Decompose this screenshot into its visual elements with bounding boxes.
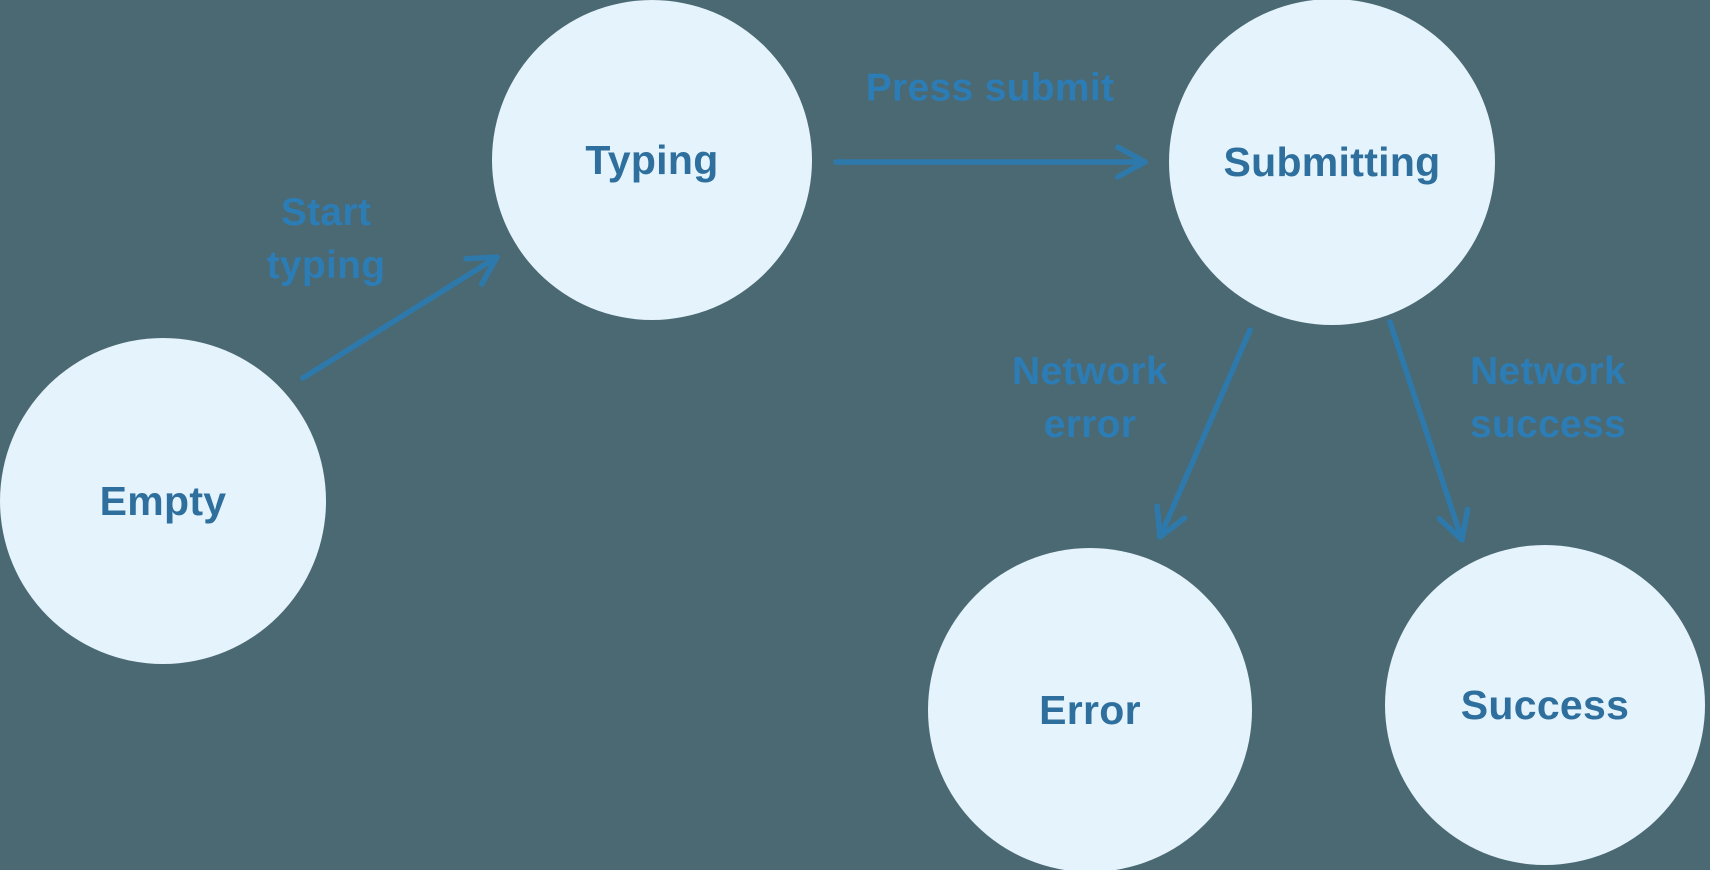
edge-label-line: error <box>1043 403 1137 446</box>
state-node-label: Success <box>1460 681 1630 728</box>
edge-label-line: typing <box>266 244 386 287</box>
edge-label-line: Start <box>280 191 372 234</box>
edge-label-start-typing: Start typing <box>267 186 386 292</box>
state-node-typing: Typing <box>492 0 812 320</box>
edge-label-network-error: Network error <box>1012 345 1168 451</box>
arrowhead-icon <box>1436 506 1471 543</box>
arrowhead-icon <box>1115 144 1148 180</box>
edge-label-press-submit: Press submit <box>866 62 1115 115</box>
edge-line-network-success <box>1387 319 1465 543</box>
state-node-label: Error <box>1039 686 1141 733</box>
arrowhead-icon <box>1154 503 1188 540</box>
state-node-label: Typing <box>585 136 719 183</box>
state-node-label: Empty <box>99 477 227 524</box>
edge-network-success <box>1387 319 1471 543</box>
arrowhead-icon <box>463 254 500 287</box>
edge-start-typing <box>300 254 500 381</box>
state-node-label: Submitting <box>1223 138 1441 185</box>
edge-label-line: success <box>1469 403 1627 446</box>
state-node-empty: Empty <box>0 338 326 664</box>
edge-line-network-error <box>1157 327 1253 540</box>
state-node-submitting: Submitting <box>1169 0 1495 325</box>
edge-label-network-success: Network success <box>1470 345 1626 451</box>
state-node-success: Success <box>1385 545 1705 865</box>
edge-line-start-typing <box>300 254 500 381</box>
edge-press-submit <box>833 144 1148 180</box>
edge-label-line: Network <box>1012 350 1168 393</box>
edge-label-line: Press submit <box>865 66 1115 110</box>
edge-network-error <box>1154 327 1253 540</box>
edge-label-line: Network <box>1470 350 1626 393</box>
state-node-error: Error <box>928 548 1252 870</box>
